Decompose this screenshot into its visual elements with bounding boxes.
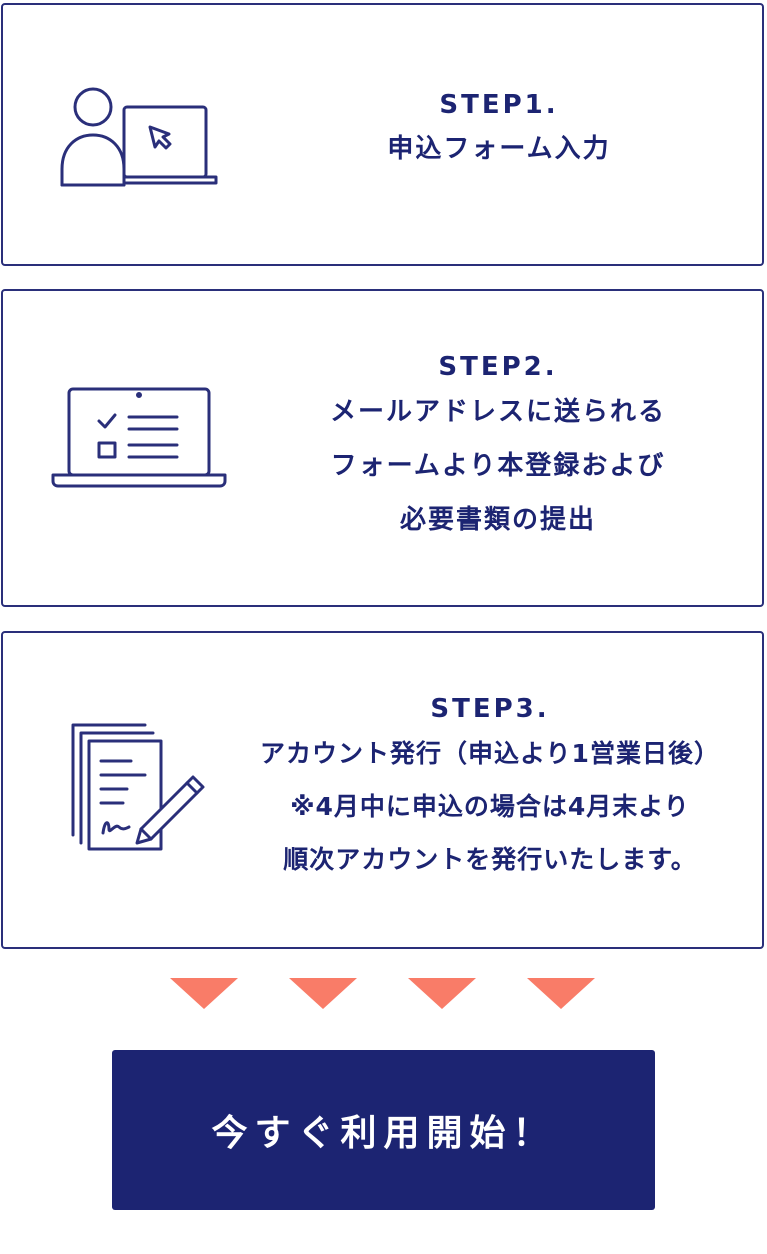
step-3-label: STEP3. [430, 694, 550, 724]
step-2-label: STEP2. [438, 352, 558, 382]
start-now-button[interactable]: 今すぐ利用開始！ [112, 1050, 655, 1210]
step-3-text: STEP3. アカウント発行（申込より1営業日後） ※4月中に申込の場合は4月末… [225, 691, 755, 886]
step-2-line-3: 必要書類の提出 [399, 505, 596, 535]
step-1-label: STEP1. [439, 90, 559, 120]
start-now-button-label: 今すぐ利用開始！ [211, 1113, 556, 1154]
arrows-row [0, 978, 767, 1014]
step-card-1: STEP1. 申込フォーム入力 [1, 3, 764, 266]
step-1-line-1: 申込フォーム入力 [387, 134, 611, 164]
step-2-text: STEP2. メールアドレスに送られる フォームより本登録および 必要書類の提出 [273, 349, 723, 547]
chevron-down-icon [527, 978, 595, 1009]
chevron-down-icon [289, 978, 357, 1009]
step-3-line-1: アカウント発行（申込より1営業日後） [260, 739, 720, 768]
step-1-text: STEP1. 申込フォーム入力 [323, 87, 675, 175]
person-at-laptop-icon [58, 83, 220, 193]
step-card-2: STEP2. メールアドレスに送られる フォームより本登録および 必要書類の提出 [1, 289, 764, 607]
step-3-line-3: 順次アカウントを発行いたします。 [283, 845, 697, 874]
document-sign-icon [65, 721, 213, 861]
step-card-3: STEP3. アカウント発行（申込より1営業日後） ※4月中に申込の場合は4月末… [1, 631, 764, 949]
laptop-checklist-icon [49, 385, 229, 491]
step-3-line-2: ※4月中に申込の場合は4月末より [290, 792, 690, 821]
step-2-line-2: フォームより本登録および [330, 451, 666, 481]
chevron-down-icon [408, 978, 476, 1009]
step-2-line-1: メールアドレスに送られる [329, 397, 666, 427]
chevron-down-icon [170, 978, 238, 1009]
